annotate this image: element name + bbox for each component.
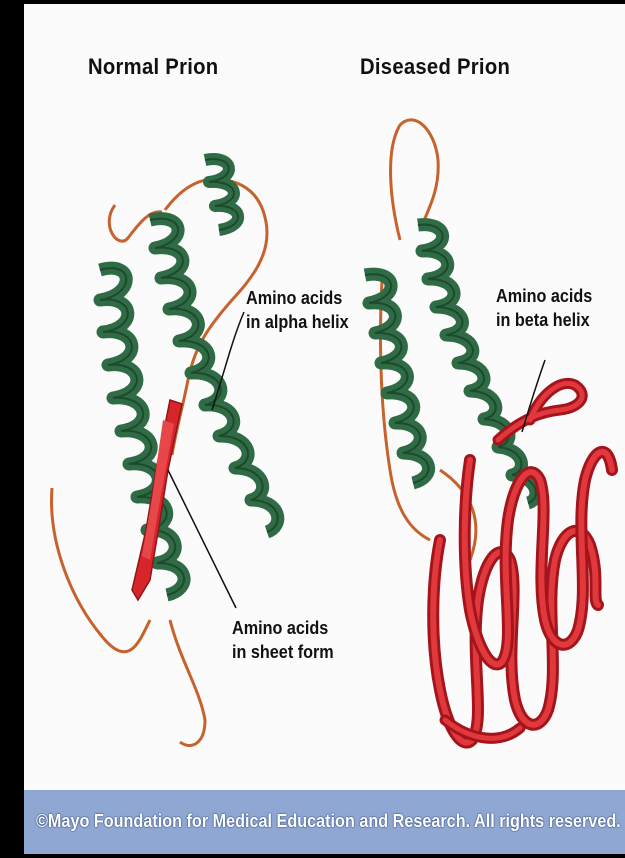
beta-helix-label: Amino acids in beta helix — [496, 284, 592, 332]
diseased-alpha-helix — [418, 225, 536, 503]
copyright-bar: ©Mayo Foundation for Medical Education a… — [24, 790, 625, 854]
diseased-alpha-helix — [365, 274, 429, 483]
sheet-form-label-line1: Amino acids — [232, 616, 334, 640]
normal-coil-loop — [170, 620, 205, 746]
sheet-form-label: Amino acids in sheet form — [232, 616, 334, 664]
normal-coil-loop — [52, 488, 150, 652]
diseased-prion-structure — [365, 120, 612, 743]
alpha-helix-leader-line — [212, 312, 244, 410]
sheet-form-label-line2: in sheet form — [232, 640, 334, 664]
diseased-coil-loop — [380, 280, 430, 540]
alpha-helix-label-line2: in alpha helix — [246, 310, 349, 334]
alpha-helix-label: Amino acids in alpha helix — [246, 286, 349, 334]
copyright-text: ©Mayo Foundation for Medical Education a… — [36, 811, 621, 832]
beta-helix-label-line2: in beta helix — [496, 308, 592, 332]
beta-helix-label-line1: Amino acids — [496, 284, 592, 308]
alpha-helix-label-line1: Amino acids — [246, 286, 349, 310]
